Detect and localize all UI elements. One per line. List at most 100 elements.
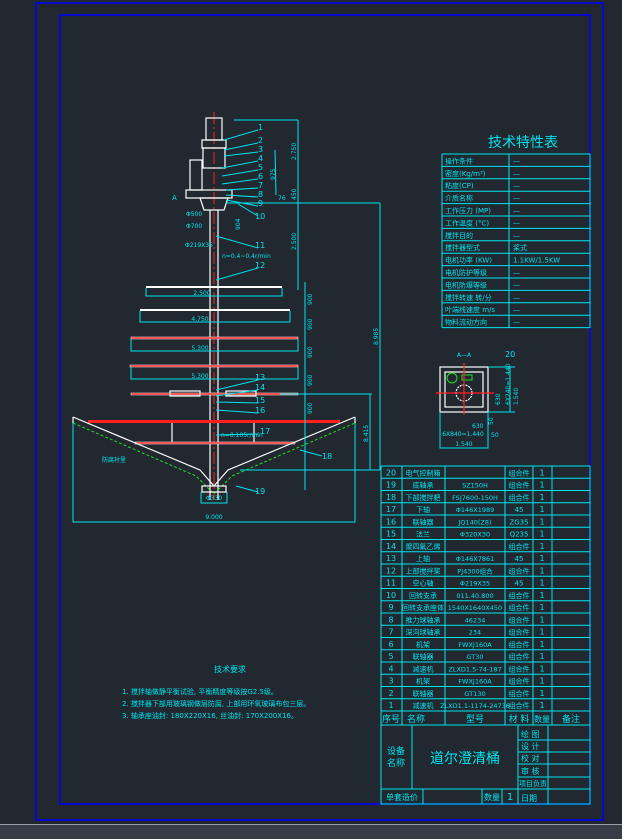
note-3: 3. 轴承座油封: 180X220X16, 丝油封: 170X200X16。: [122, 711, 298, 720]
spec-row: 物料流动方向—: [445, 318, 520, 327]
part-no: 8: [388, 615, 393, 624]
part-qty: 1: [539, 640, 544, 649]
balloon-4: 4: [258, 154, 263, 163]
part-model: 011.40.800: [456, 592, 493, 600]
part-model: ZLXD1.1-1174-24736: [440, 702, 510, 710]
lower-speed-note: n=0.105r/min: [221, 432, 263, 439]
balloon-16: 16: [255, 406, 265, 415]
part-qty: 1: [539, 542, 544, 551]
dim-top-5: 76: [278, 195, 286, 202]
spec-label: 工作温度 (°C): [445, 218, 489, 227]
spec-row: 粘度(CP)—: [445, 181, 520, 190]
spec-label: 搅拌器型式: [445, 243, 480, 252]
part-no: 10: [386, 591, 396, 600]
part-material: 组合件: [509, 481, 530, 490]
part-model: Φ219X35: [460, 580, 490, 588]
spec-row: 密度(Kg/m³)—: [445, 169, 520, 178]
part-no: 7: [388, 628, 393, 637]
spec-row: 电机防爆等级—: [445, 280, 520, 289]
dim-lower-height: 8.415: [363, 425, 370, 442]
part-no: 18: [386, 493, 396, 502]
header-name: 名称: [407, 713, 425, 725]
part-material: 组合件: [509, 701, 530, 710]
role-date: 日期: [521, 794, 537, 803]
part-name: 联轴器: [413, 517, 434, 526]
spec-table-title: 技术特性表: [488, 135, 558, 151]
dimension-labels: 2.500 4.750 5.300 5.300 9.000 Φ330 8.985…: [102, 143, 380, 521]
dim-top-2: 975: [270, 168, 277, 180]
material-label: 防腐衬里: [102, 456, 126, 464]
spec-value: —: [513, 319, 520, 327]
spec-label: 工作压力 (MP): [445, 206, 491, 215]
part-no: 19: [386, 481, 396, 490]
part-qty: 1: [539, 554, 544, 563]
part-name: 机架: [416, 640, 430, 649]
dim-blade-1: 2.500: [193, 290, 210, 297]
part-no: 4: [388, 664, 393, 673]
part-model: SZ150H: [462, 482, 488, 490]
part-material: 组合件: [509, 493, 530, 502]
spec-value: —: [513, 182, 520, 190]
part-qty: 1: [539, 468, 544, 477]
part-no: 15: [386, 530, 396, 539]
part-model: 46234: [465, 616, 486, 624]
part-balloons: 1 2 3 4 5 6 7 8 9 10 11 12 13 14 15 16 1…: [255, 123, 332, 496]
note-1: 1. 搅拌轴做静平衡试验, 平衡精度等级按G2.5级。: [122, 687, 278, 696]
section-balloon: 20: [505, 350, 515, 359]
part-no: 2: [388, 689, 393, 698]
balloon-15: 15: [255, 396, 265, 405]
agitator-elevation: [72, 112, 381, 523]
status-bar: [0, 824, 622, 839]
spec-value: —: [513, 170, 520, 178]
part-qty: 1: [539, 481, 544, 490]
role-design: 设 计: [521, 741, 540, 751]
header-qty: 数量: [534, 714, 550, 724]
view-marker: A: [172, 194, 177, 202]
dim-blade-3: 5.300: [191, 345, 208, 352]
section-dim-3: 630: [472, 423, 484, 430]
part-material: 组合件: [509, 566, 530, 575]
qty-label: 数量: [484, 792, 500, 802]
header-model: 型号: [466, 714, 484, 725]
part-no: 11: [386, 579, 396, 588]
part-qty: 1: [539, 689, 544, 698]
header-note: 备注: [562, 713, 580, 725]
technical-notes: 技术要求 1. 搅拌轴做静平衡试验, 平衡精度等级按G2.5级。 2. 搅拌器下…: [122, 664, 310, 720]
part-model: JQ140(Z8): [457, 518, 491, 526]
spec-value: —: [513, 207, 520, 215]
part-name: 法兰: [416, 530, 430, 539]
part-qty: 1: [539, 566, 544, 575]
part-no: 16: [386, 517, 396, 526]
part-material: 组合件: [509, 677, 530, 686]
dim-flange-2: Φ700: [186, 223, 202, 230]
device-label-1: 设备: [387, 745, 405, 757]
part-qty: 1: [539, 493, 544, 502]
device-name: 道尔澄清桶: [430, 751, 500, 767]
spec-label: 电机功率 (KW): [445, 256, 492, 265]
inner-frame: [59, 14, 591, 805]
spec-value: —: [513, 306, 520, 314]
title-block: 设备 名称 道尔澄清桶 单套造价 数量 1 绘 图 设 计 校 对 审 核 项目…: [380, 724, 591, 805]
role-check: 校 对: [521, 753, 540, 763]
part-name: 电气控制箱: [406, 468, 441, 477]
spec-value: —: [513, 294, 520, 302]
balloon-7: 7: [258, 181, 263, 190]
spec-row: 工作温度 (°C)—: [445, 218, 520, 227]
balloon-9: 9: [258, 199, 263, 208]
notes-title: 技术要求: [214, 664, 246, 674]
spec-value: —: [513, 157, 520, 165]
spec-label: 搅拌转速 转/分: [445, 293, 492, 302]
spec-label: 操作条件: [445, 156, 473, 165]
part-name: 深沟球轴承: [406, 628, 441, 637]
